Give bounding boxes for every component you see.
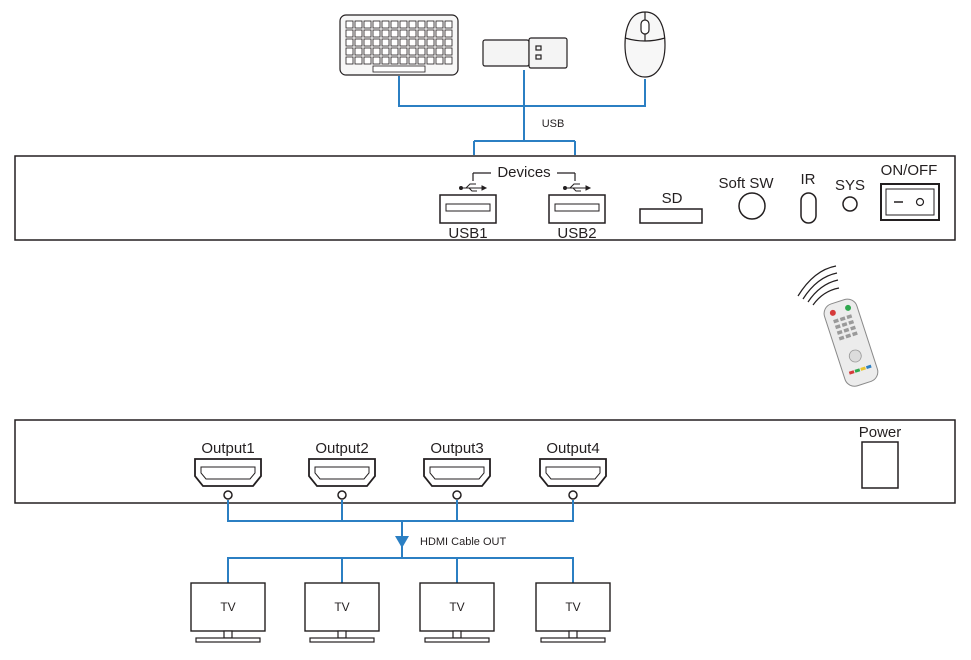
usb-caption: USB: [541, 118, 565, 130]
usb1-label: USB1: [448, 225, 488, 242]
hdmi-port-2: [308, 458, 376, 500]
sd-label: SD: [661, 190, 683, 207]
output2-label: Output2: [315, 440, 369, 457]
usb-symbol-icon: [459, 183, 488, 192]
output4-label: Output4: [546, 440, 600, 457]
power-socket: [861, 441, 899, 489]
hdmi-port-3: [423, 458, 491, 500]
hdmi-port-1: [194, 458, 262, 500]
hdmi-cable-caption: HDMI Cable OUT: [420, 536, 507, 548]
ir-label: IR: [800, 171, 816, 188]
keyboard-icon: [339, 14, 459, 76]
usb2-label: USB2: [557, 225, 597, 242]
tv-label: TV: [334, 600, 350, 614]
tv-icon: [304, 582, 380, 643]
tv-label: TV: [220, 600, 236, 614]
ir-window: [800, 192, 817, 224]
output1-label: Output1: [201, 440, 255, 457]
hdmi-port-4: [539, 458, 607, 500]
tv-icon: [190, 582, 266, 643]
usb2-port: [548, 194, 606, 224]
cable-arrow-icon: [395, 536, 409, 548]
usb-symbol-icon: [563, 183, 592, 192]
tv-label: TV: [449, 600, 465, 614]
devices-bracket: [472, 172, 576, 181]
devices-label: Devices: [496, 164, 552, 181]
sys-label: SYS: [834, 177, 866, 194]
tv-icon: [535, 582, 611, 643]
tv-icon: [419, 582, 495, 643]
usb-cable-lines: [398, 70, 646, 155]
output3-label: Output3: [430, 440, 484, 457]
soft-sw-label: Soft SW: [718, 175, 774, 192]
power-label: Power: [858, 424, 902, 441]
usb1-port: [439, 194, 497, 224]
remote-control-icon: [797, 265, 879, 387]
hdmi-cable-lines: [227, 500, 574, 583]
power-rocker-switch: [880, 183, 940, 221]
tv-label: TV: [565, 600, 581, 614]
sys-led: [842, 196, 858, 212]
on-off-label: ON/OFF: [880, 162, 938, 179]
soft-switch-button: [738, 192, 766, 220]
mouse-icon: [624, 11, 666, 78]
usb-dongle-icon: [482, 37, 568, 69]
sd-slot: [639, 208, 703, 224]
